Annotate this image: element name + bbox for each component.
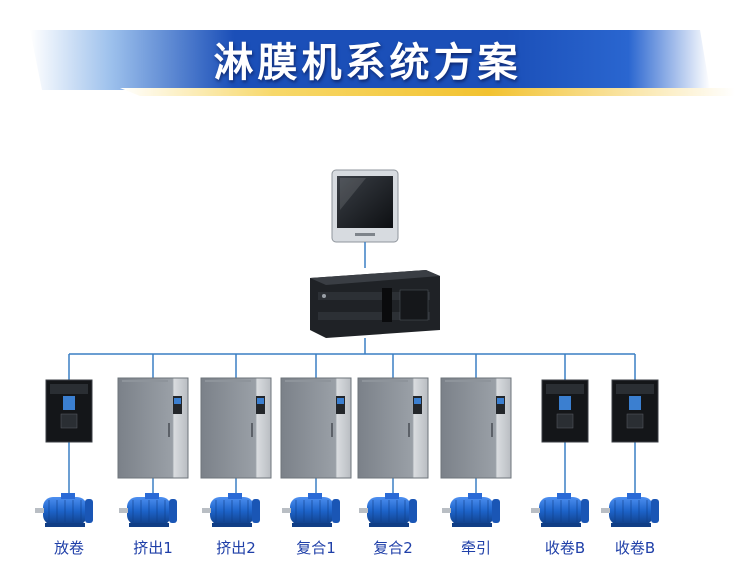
hmi-touchscreen-icon — [331, 169, 399, 243]
motor-icon — [119, 493, 177, 527]
motor-label: 复合1 — [296, 539, 336, 557]
page-title: 淋膜机系统方案 — [213, 40, 522, 86]
cabinet-inverter-icon — [200, 377, 272, 479]
motor-label: 挤出1 — [133, 539, 173, 557]
motor-label: 收卷B — [614, 539, 656, 557]
motor-icon — [282, 493, 340, 527]
cabinet-inverter-icon — [440, 377, 512, 479]
motor-icon — [35, 493, 93, 527]
motor-label: 放卷 — [53, 539, 84, 557]
motor-label: 牵引 — [460, 539, 491, 557]
cabinet-inverter-icon — [280, 377, 352, 479]
cabinet-inverter-icon — [117, 377, 189, 479]
motor-icon — [531, 493, 589, 527]
title-banner — [30, 30, 735, 96]
plc-controller-icon — [310, 270, 440, 338]
motor-label: 挤出2 — [216, 539, 256, 557]
motor-icon — [601, 493, 659, 527]
motor-row — [35, 493, 659, 527]
drive-drop-lines — [68, 354, 636, 493]
drive-row — [45, 377, 659, 479]
motor-label: 复合2 — [373, 539, 413, 557]
small-inverter-icon — [541, 379, 589, 443]
motor-icon — [202, 493, 260, 527]
motor-icon — [442, 493, 500, 527]
small-inverter-icon — [45, 379, 93, 443]
banner-band — [30, 30, 710, 90]
motor-icon — [359, 493, 417, 527]
cabinet-inverter-icon — [357, 377, 429, 479]
small-inverter-icon — [611, 379, 659, 443]
banner-gold-stripe — [120, 88, 735, 96]
motor-label: 收卷B — [544, 539, 586, 557]
